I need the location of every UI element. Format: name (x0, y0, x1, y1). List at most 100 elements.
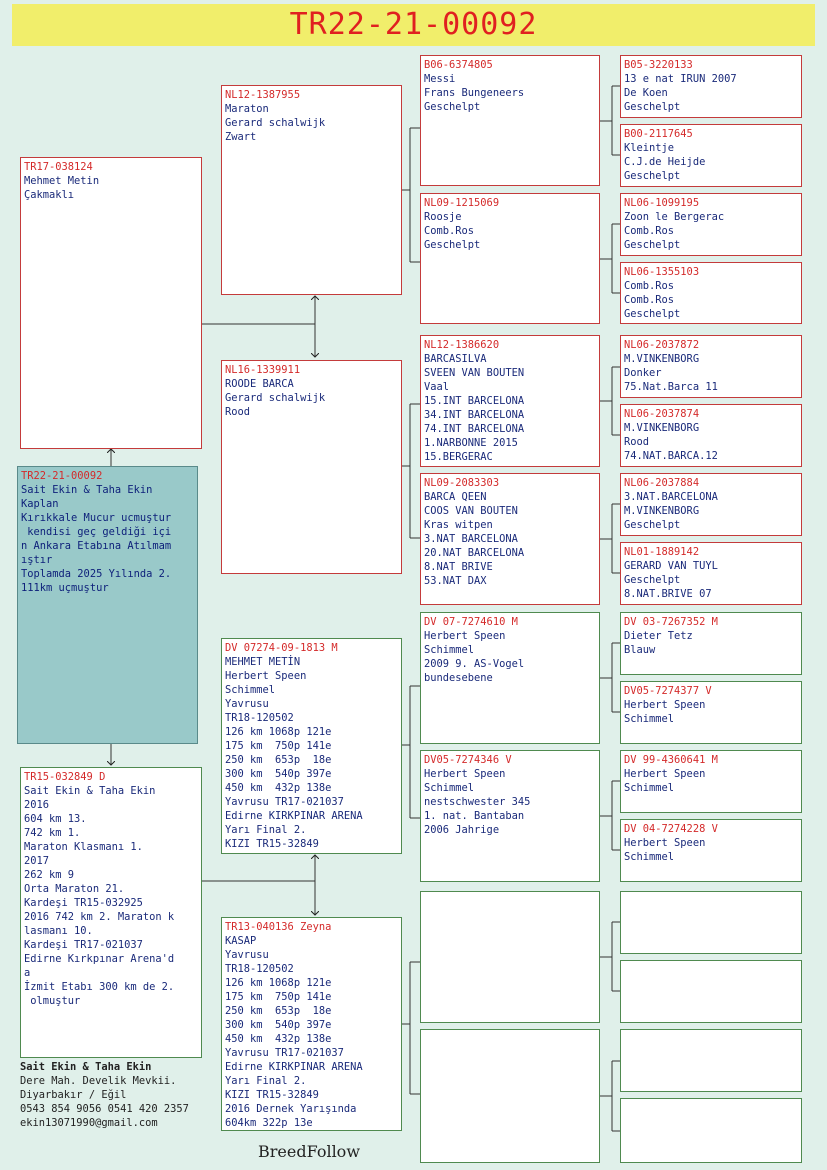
gen4-card[interactable] (620, 1098, 802, 1163)
card-line: 250 km 653p 18e (225, 754, 332, 766)
gen3-card[interactable] (420, 1029, 600, 1163)
card-line: 2016 742 km 2. Maraton k (24, 911, 175, 923)
card-line: Frans Bungeneers (424, 87, 525, 99)
card-line: Herbert Speen (225, 670, 307, 682)
card-line: Zwart (225, 131, 257, 143)
card-line: 2017 (24, 855, 50, 867)
card-line: 604 km 13. (24, 813, 87, 825)
card-line: Yarı Final 2. (225, 824, 307, 836)
card-line: a (24, 967, 31, 979)
card-line: C.J.de Heijde (624, 156, 706, 168)
ring-number: NL06-1099195 (624, 197, 700, 209)
card-line: 13 e nat IRUN 2007 (624, 73, 737, 85)
card-line: Geschelpt (624, 574, 681, 586)
card-line: Kardeşi TR15-032925 (24, 897, 143, 909)
ring-number: TR22-21-00092 (21, 470, 103, 482)
card-line: 2006 Jahrige (424, 824, 500, 836)
card-line: De Koen (624, 87, 668, 99)
card-line: Comb.Ros (624, 294, 675, 306)
card-line: Comb.Ros (424, 225, 475, 237)
card-line: Maraton (225, 103, 269, 115)
card-line: 20.NAT BARCELONA (424, 547, 525, 559)
card-line: Yavrusu TR17-021037 (225, 1047, 344, 1059)
ring-number: NL06-2037874 (624, 408, 700, 420)
card-line: Roosje (424, 211, 462, 223)
card-line: GERARD VAN TUYL (624, 560, 718, 572)
card-line: 74.NAT.BARCA.12 (624, 450, 718, 462)
card-line: Yarı Final 2. (225, 1075, 307, 1087)
card-line: Zoon le Bergerac (624, 211, 725, 223)
card-line: M.VINKENBORG (624, 353, 700, 365)
card-line: Yavrusu (225, 949, 269, 961)
card-line: 604km 322p 13e (225, 1117, 313, 1129)
gen4-card[interactable] (620, 960, 802, 1023)
card-line: KASAP (225, 935, 257, 947)
card-line: Herbert Speen (624, 699, 706, 711)
card-line: Sait Ekin & Taha Ekin (21, 484, 153, 496)
brand-footer: BreedFollow (258, 1142, 361, 1161)
ring-number: NL09-1215069 (424, 197, 500, 209)
card-line: ıştır (21, 554, 53, 566)
card-line: Messi (424, 73, 456, 85)
card-line: 300 km 540p 397e (225, 1019, 332, 1031)
ring-number: DV 07274-09-1813 M (225, 642, 338, 654)
card-line: 450 km 432p 138e (225, 782, 332, 794)
card-line: Blauw (624, 644, 656, 656)
card-line: M.VINKENBORG (624, 505, 700, 517)
card-line: Edirne Kırkpınar Arena'd (24, 953, 175, 965)
card-line: KIZI TR15-32849 (225, 1089, 319, 1101)
card-line: 300 km 540p 397e (225, 768, 332, 780)
owner-email[interactable]: ekin13071990@gmail.com (20, 1117, 158, 1129)
ring-number: NL12-1387955 (225, 89, 301, 101)
owner-line: Diyarbakır / Eğil (20, 1089, 127, 1101)
ring-number: DV 03-7267352 M (624, 616, 718, 628)
card-line: Sait Ekin & Taha Ekin (24, 785, 156, 797)
ring-number: TR17-038124 (24, 161, 93, 173)
ring-number: NL16-1339911 (225, 364, 301, 376)
card-line: 175 km 750p 141e (225, 740, 332, 752)
card-line: Comb.Ros (624, 225, 675, 237)
gen4-card[interactable] (620, 891, 802, 954)
card-line: Geschelpt (624, 239, 681, 251)
card-line: Herbert Speen (424, 630, 506, 642)
card-line: TR18-120502 (225, 963, 294, 975)
card-line: 111km uçmuştur (21, 582, 109, 594)
card-line: Herbert Speen (624, 837, 706, 849)
gen4-card[interactable] (620, 1029, 802, 1092)
card-line: BARCA QEEN (424, 491, 487, 503)
card-line: Schimmel (624, 782, 675, 794)
ring-number: TR15-032849 D (24, 771, 106, 783)
ring-number: NL06-1355103 (624, 266, 700, 278)
card-line: Vaal (424, 381, 450, 393)
gen3-card[interactable] (420, 891, 600, 1023)
ring-number: B05-3220133 (624, 59, 693, 71)
card-line: olmuştur (24, 995, 81, 1007)
card-line: 126 km 1068p 121e (225, 977, 332, 989)
card-line: 1. nat. Bantaban (424, 810, 525, 822)
